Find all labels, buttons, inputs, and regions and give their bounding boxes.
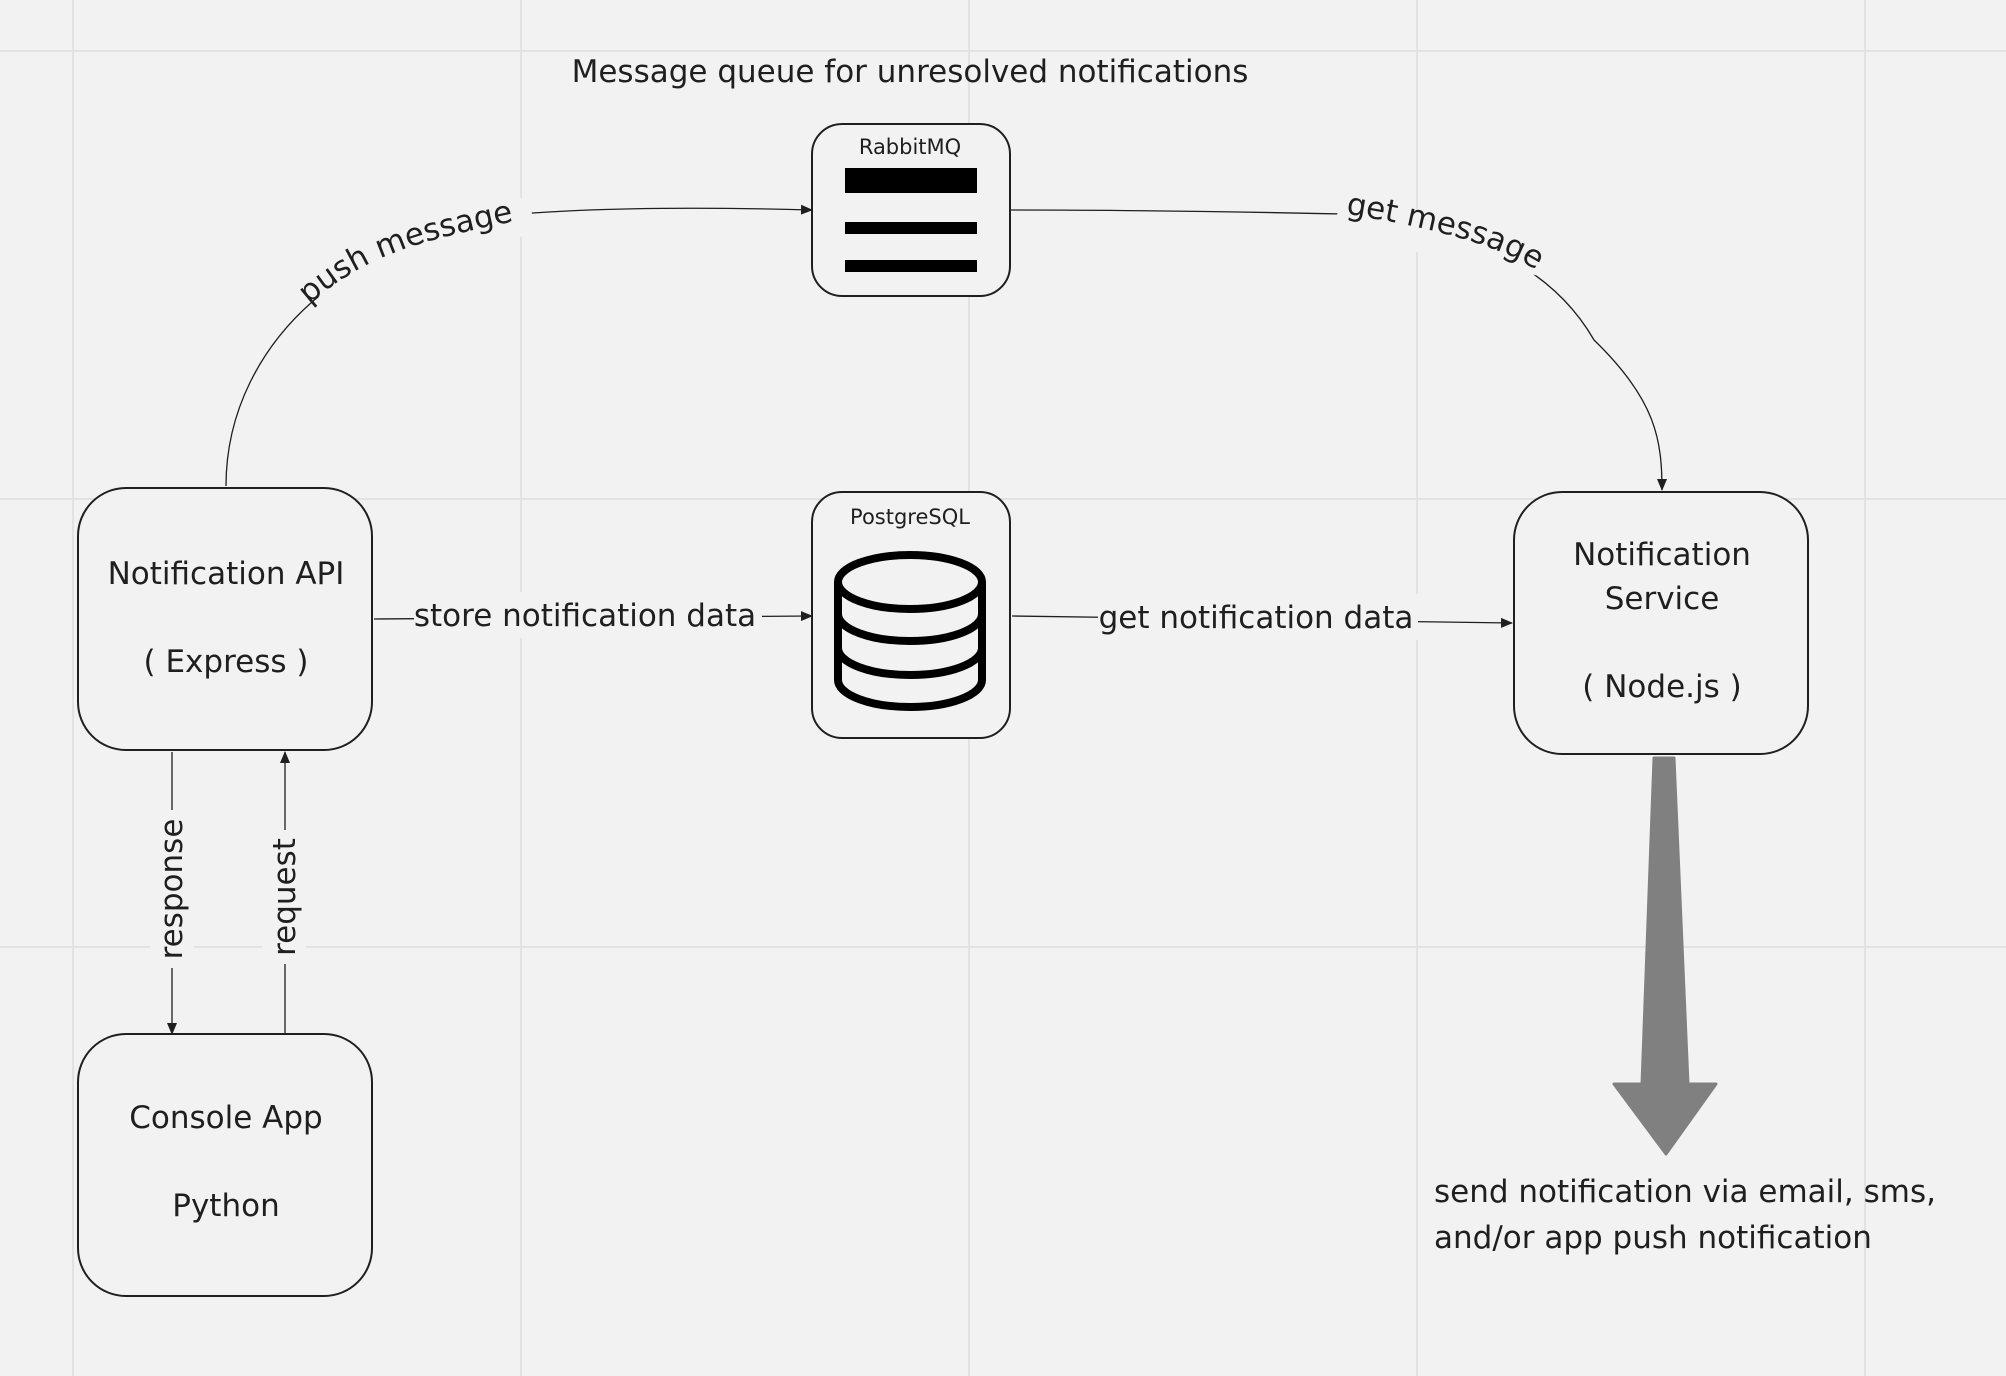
- notification-api-framework: ( Express ): [144, 644, 309, 680]
- queue-bars-icon: [845, 168, 977, 272]
- console-app-title: Console App: [129, 1100, 322, 1136]
- push-message-label: push message: [291, 194, 516, 311]
- push-message-label-text: push message: [291, 194, 516, 311]
- database-cylinder-icon: [834, 551, 986, 711]
- push-message-connector: [225, 204, 813, 487]
- get-message-connector: [1009, 209, 1667, 491]
- response-label: response: [154, 819, 190, 960]
- notification-api-title: Notification API: [108, 556, 345, 592]
- postgresql-node[interactable]: PostgreSQL: [811, 491, 1011, 739]
- notification-service-node[interactable]: Notification Service ( Node.js ): [1513, 491, 1809, 755]
- console-app-node[interactable]: Console App Python: [77, 1033, 373, 1297]
- notification-api-node[interactable]: Notification API ( Express ): [77, 487, 373, 751]
- queue-caption: Message queue for unresolved notificatio…: [572, 54, 1249, 90]
- store-data-label: store notification data: [414, 598, 756, 634]
- notification-service-title-line1: Notification: [1573, 537, 1751, 573]
- rabbitmq-label: RabbitMQ: [859, 135, 961, 159]
- send-note-line1: send notification via email, sms,: [1434, 1174, 1936, 1210]
- console-app-language: Python: [172, 1188, 279, 1224]
- request-label: request: [267, 838, 303, 956]
- get-data-label: get notification data: [1099, 600, 1414, 636]
- rabbitmq-node[interactable]: RabbitMQ: [811, 123, 1011, 297]
- send-note-line2: and/or app push notification: [1434, 1220, 1872, 1256]
- send-notification-arrow: [1612, 756, 1718, 1156]
- notification-service-runtime: ( Node.js ): [1582, 669, 1741, 705]
- postgresql-label: PostgreSQL: [850, 505, 970, 529]
- notification-service-title-line2: Service: [1605, 581, 1720, 617]
